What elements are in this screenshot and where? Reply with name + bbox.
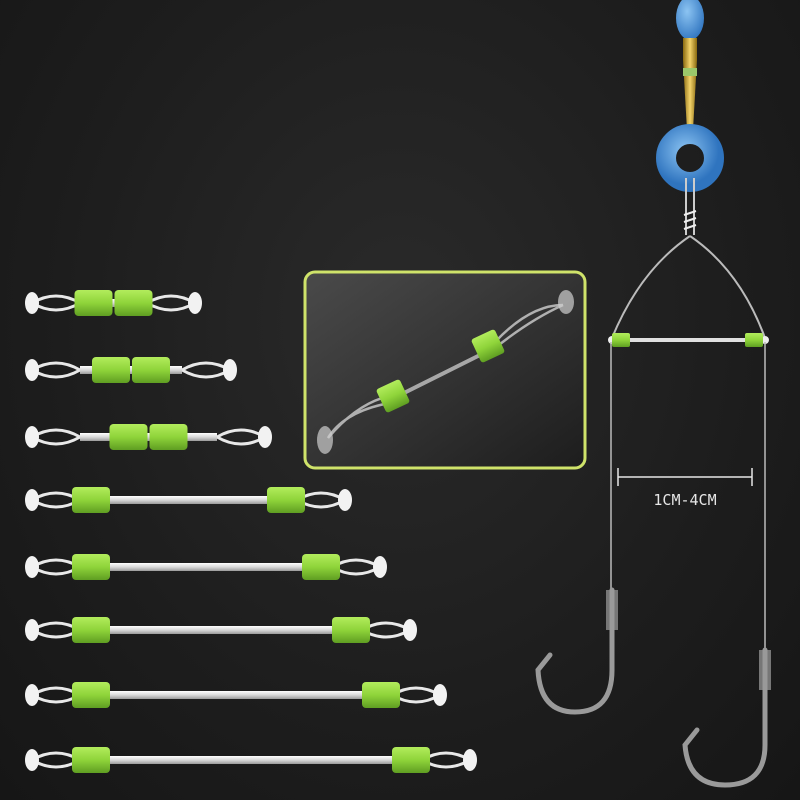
green-bead [267, 487, 305, 513]
green-bead [92, 357, 130, 383]
inset-closeup [303, 270, 587, 470]
green-bead [392, 747, 430, 773]
green-bead [72, 487, 110, 513]
spacer-item [25, 747, 477, 773]
spacer-item [25, 487, 352, 513]
fishing-rig: 1CM-4CM [535, 0, 771, 788]
hook-left [535, 587, 618, 715]
green-bead [471, 329, 505, 363]
float-ring [656, 124, 724, 192]
green-bead [132, 357, 170, 383]
spacer-item [25, 682, 447, 708]
green-bead [109, 424, 148, 450]
spacer-item [25, 357, 237, 383]
green-bead [72, 554, 110, 580]
green-bead [332, 617, 370, 643]
green-bead [376, 379, 410, 413]
green-bead [362, 682, 400, 708]
spacer-list [25, 290, 477, 773]
green-bead [74, 290, 113, 316]
spacer-item [25, 290, 202, 316]
green-bead [72, 617, 110, 643]
green-bead [72, 747, 110, 773]
spacer-item [25, 617, 417, 643]
green-bead [302, 554, 340, 580]
closeup-spacer [317, 290, 574, 454]
inset-frame [303, 270, 587, 470]
dimension-label: 1CM-4CM [653, 491, 716, 509]
spacer-item [25, 424, 272, 450]
spacer-item [25, 554, 387, 580]
swivel [683, 60, 697, 130]
float-bead [676, 0, 704, 40]
green-bead [72, 682, 110, 708]
hook-right [682, 647, 771, 788]
green-bead [149, 424, 188, 450]
green-bead [114, 290, 153, 316]
